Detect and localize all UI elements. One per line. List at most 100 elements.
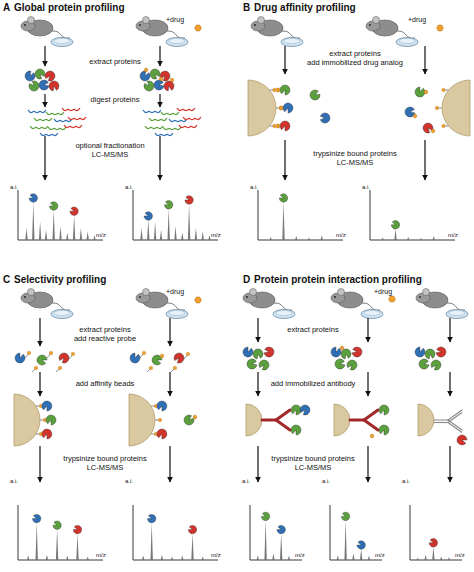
mass-spectrum	[258, 190, 343, 240]
protein	[148, 514, 156, 522]
protein	[188, 525, 196, 533]
protein	[37, 355, 47, 365]
protein	[33, 67, 47, 81]
reactive-probe	[69, 352, 75, 359]
culture-dish	[273, 310, 295, 319]
culture-dish	[281, 38, 303, 47]
step-label: add immobilized antibody	[271, 380, 356, 388]
treatment-label: +drug	[408, 16, 426, 24]
step-label: optional fractionation	[75, 142, 144, 150]
affinity-bead	[418, 404, 434, 436]
mass-spectrum	[370, 190, 455, 240]
axis-label: m/z	[295, 552, 305, 559]
protein	[29, 194, 37, 202]
protein	[24, 70, 36, 82]
protein	[331, 347, 341, 357]
treatment-label: +drug	[166, 288, 184, 296]
panel-title: Selectivity profiling	[14, 274, 106, 285]
reactive-probe	[435, 106, 442, 110]
mouse-icon	[251, 17, 300, 39]
protein	[15, 353, 25, 363]
panel-title: Global protein profiling	[14, 2, 125, 13]
protein	[159, 70, 172, 83]
mass-spectrum	[133, 505, 218, 560]
reactive-probe	[151, 404, 158, 408]
culture-dish	[361, 310, 383, 319]
axis-label: a.i.	[10, 478, 18, 485]
axis-label: m/z	[375, 552, 385, 559]
drug-molecule	[431, 129, 435, 132]
reactive-probe	[32, 366, 38, 372]
protein	[357, 541, 365, 549]
protein	[379, 425, 389, 435]
protein	[415, 347, 425, 357]
protein	[165, 201, 173, 209]
flow-arrow	[368, 446, 369, 482]
peptide-fragments	[28, 108, 86, 136]
flow-arrow	[368, 318, 369, 342]
drug-molecule	[424, 90, 428, 93]
protein	[162, 79, 176, 93]
axis-label: a.i.	[362, 184, 370, 191]
panel-title: Drug affinity profiling	[254, 2, 356, 13]
protein	[144, 212, 152, 220]
mass-spectrum	[18, 190, 103, 240]
flow-arrow	[450, 446, 451, 482]
step-label: extract proteins	[89, 58, 140, 66]
axis-label: m/z	[211, 552, 221, 559]
flow-arrow	[170, 446, 171, 482]
mouse-icon	[416, 289, 465, 311]
culture-dish	[51, 38, 73, 47]
protein	[417, 357, 431, 371]
protein	[243, 347, 253, 357]
flow-arrow	[258, 318, 259, 342]
mass-spectrum	[18, 505, 103, 560]
flow-arrow	[45, 94, 46, 107]
step-label: add immobilized drug analog	[307, 59, 403, 67]
flow-arrow	[285, 140, 286, 180]
affinity-bead	[248, 80, 276, 136]
protein	[429, 539, 437, 547]
flow-arrow	[40, 318, 41, 346]
protein	[53, 521, 61, 529]
axis-label: a.i.	[322, 478, 330, 485]
step-label: trypsinize bound proteins	[271, 455, 354, 463]
protein	[341, 512, 349, 520]
protein	[261, 512, 269, 520]
drug-molecule	[437, 25, 444, 31]
protein	[291, 425, 301, 435]
antibody	[434, 410, 462, 433]
flow-arrow	[45, 136, 46, 180]
step-label: LC-MS/MS	[87, 464, 124, 472]
step-label: extract proteins	[329, 50, 380, 58]
protein	[37, 78, 51, 92]
step-label: LC-MS/MS	[295, 464, 332, 472]
drug-molecule	[340, 346, 344, 349]
mass-spectrum	[330, 505, 382, 560]
protein	[251, 347, 265, 361]
protein	[70, 207, 78, 215]
axis-label: a.i.	[250, 184, 258, 191]
reactive-probe	[442, 124, 449, 128]
flow-arrow	[285, 46, 286, 74]
affinity-bead	[442, 80, 470, 136]
protein	[319, 112, 332, 125]
protein	[283, 103, 293, 113]
treatment-label: +drug	[374, 288, 392, 296]
protein	[430, 359, 443, 372]
panel-title: Protein protein interaction profiling	[254, 274, 422, 285]
mass-spectrum	[133, 190, 218, 240]
reactive-probe	[40, 418, 47, 422]
reactive-probe	[140, 351, 146, 358]
drug-molecule	[159, 77, 163, 80]
panel-letter: A	[3, 2, 10, 13]
protein	[421, 121, 435, 135]
drug-molecule	[276, 124, 280, 128]
reactive-probe	[276, 106, 283, 110]
flow-arrow	[450, 372, 451, 396]
axis-label: a.i.	[10, 184, 18, 191]
reactive-probe	[25, 351, 31, 358]
protein	[33, 514, 41, 522]
protein	[403, 105, 417, 119]
mouse-icon	[136, 289, 185, 311]
